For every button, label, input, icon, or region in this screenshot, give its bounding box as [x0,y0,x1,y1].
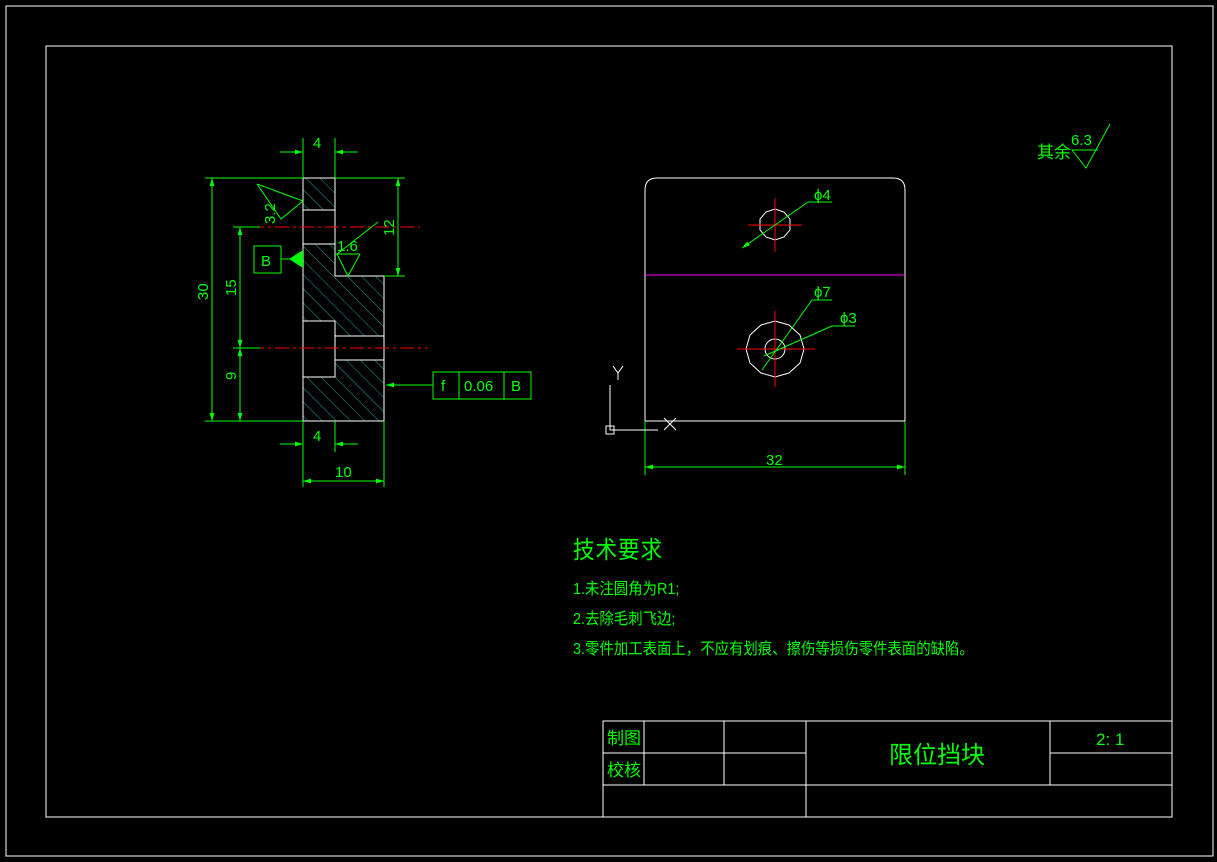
dim-left-width: 4 [313,135,321,152]
notes-title: 技术要求 [573,537,663,564]
hatch-bottom [303,360,384,421]
tolerance-symbol: f [441,378,446,395]
hatch-middle [303,244,384,336]
dim-height-9: 9 [223,372,240,380]
tolerance-datum: B [511,378,521,395]
scale: 2: 1 [1096,730,1124,749]
roughness-other-label: 其余 [1037,143,1071,162]
dim-height-15: 15 [223,279,240,296]
dim-dia-3: ϕ3 [840,310,857,327]
drawn-by-label: 制图 [607,729,641,748]
dim-bottom-width-10: 10 [335,464,352,481]
tolerance-value: 0.06 [464,378,493,395]
ucs-icon [605,365,677,435]
front-view: ϕ4 ϕ7 ϕ3 32 [605,177,906,475]
datum-label: B [261,253,271,270]
section-view: 4 4 10 30 15 9 12 3.2 1.6 B f 0.06 B [195,135,532,487]
dim-height-30: 30 [195,283,212,300]
roughness-1-6: 1.6 [337,238,358,255]
note-line-2: 2.去除毛刺飞边; [573,611,676,628]
part-name: 限位挡块 [889,742,985,769]
dim-height-12: 12 [381,219,398,236]
outer-border [5,5,1214,857]
roughness-other: 其余 6.3 [1037,123,1111,169]
note-line-1: 1.未注圆角为R1; [573,581,680,598]
hatch-top [303,178,335,210]
roughness-3-2: 3.2 [262,203,279,224]
drawing-frame [45,45,1173,818]
datum-triangle [289,250,303,268]
title-block: 制图 校核 限位挡块 2: 1 [602,720,1173,818]
roughness-other-value: 6.3 [1071,132,1092,149]
dim-dia-4: ϕ4 [814,187,831,204]
checked-by-label: 校核 [607,761,641,780]
technical-requirements: 技术要求 1.未注圆角为R1; 2.去除毛刺飞边; 3.零件加工表面上，不应有划… [573,530,1018,665]
note-line-3: 3.零件加工表面上，不应有划痕、擦伤等损伤零件表面的缺陷。 [573,641,974,658]
dim-dia-7: ϕ7 [814,284,831,301]
part-outline [644,177,906,422]
dim-width-32: 32 [766,452,783,469]
dim-bottom-width-4: 4 [313,428,321,445]
